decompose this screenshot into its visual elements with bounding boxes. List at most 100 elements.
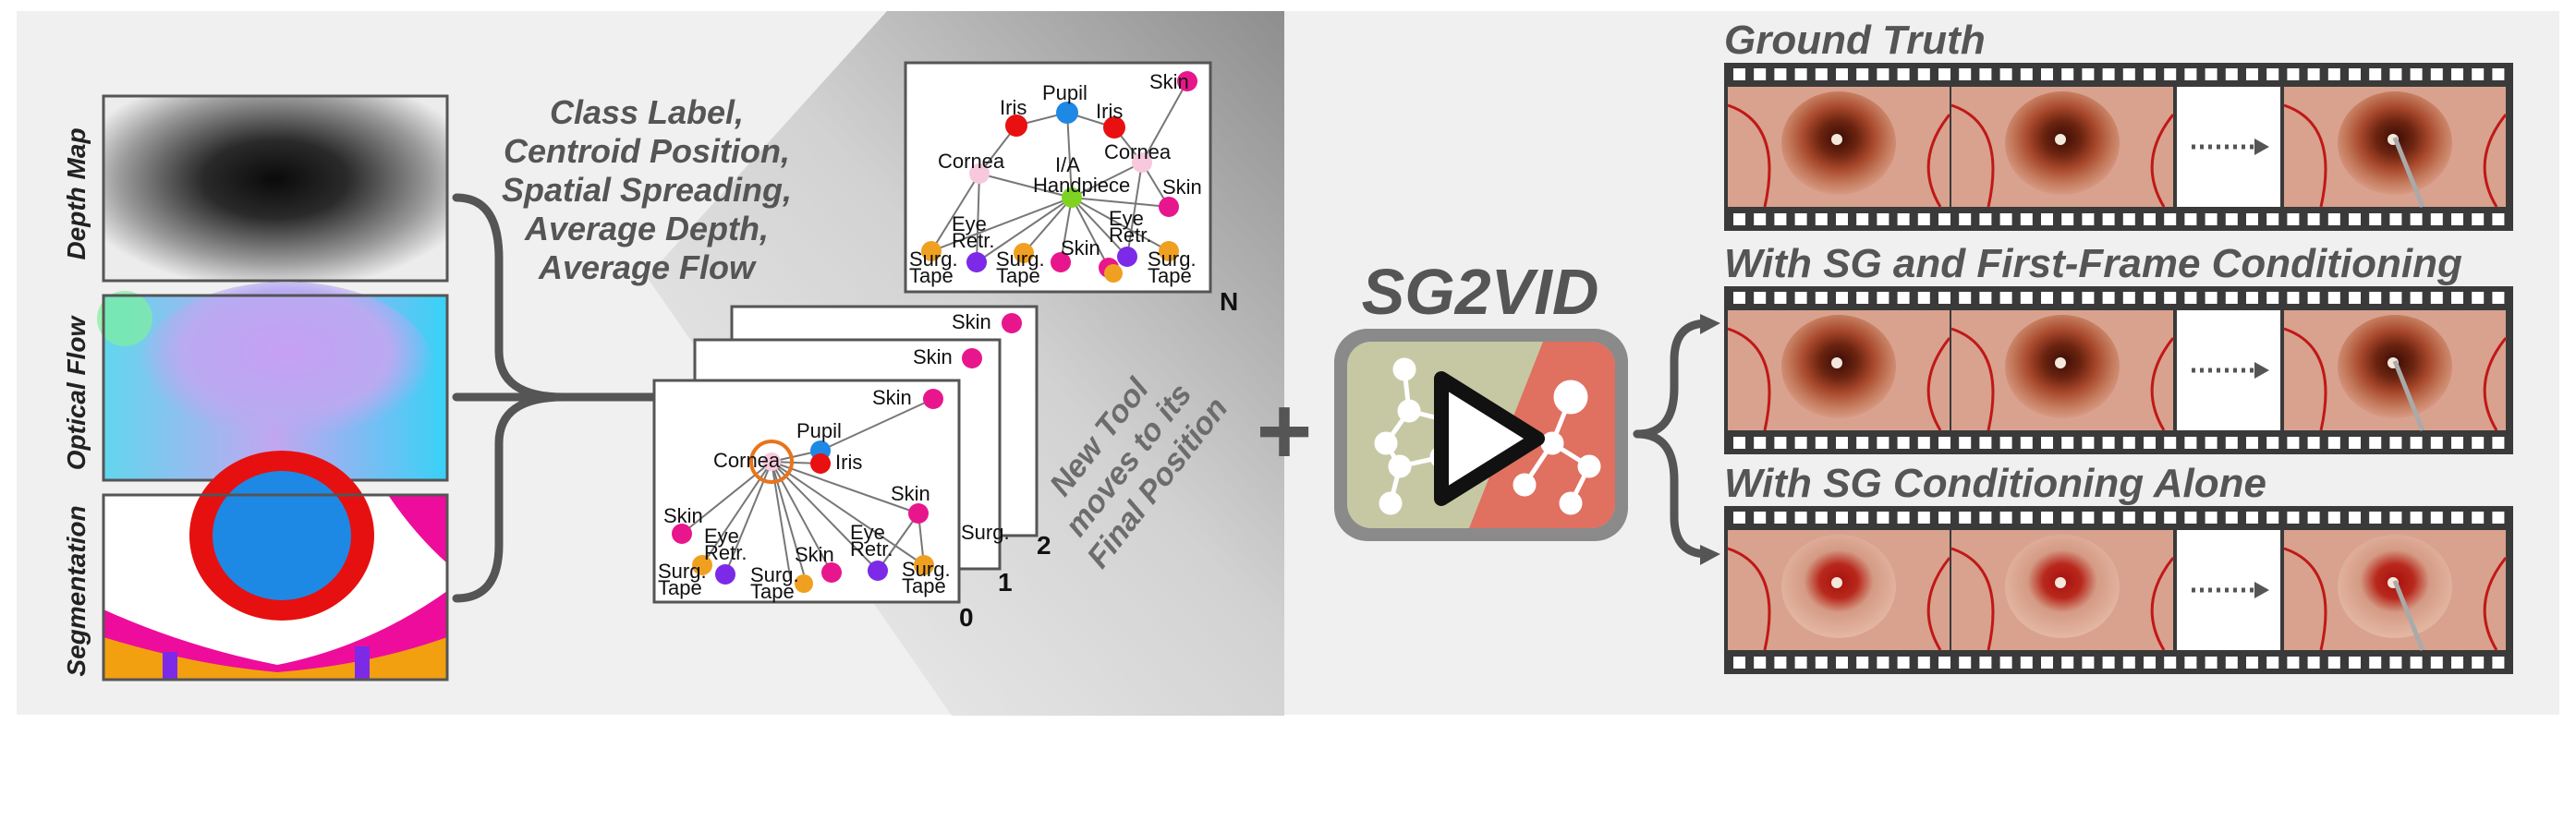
sprocket-hole xyxy=(2225,213,2238,225)
sprocket-hole xyxy=(2184,437,2197,449)
video-frame xyxy=(2283,87,2508,208)
sprocket-hole xyxy=(2327,213,2340,225)
sprocket-hole xyxy=(2266,213,2279,225)
sprocket-hole xyxy=(2349,68,2361,80)
sprocket-hole xyxy=(2410,68,2423,80)
sprocket-hole xyxy=(1754,437,1767,449)
feature-centroid: Centroid Position, xyxy=(504,132,790,170)
svg-text:Tape: Tape xyxy=(750,580,795,603)
sprocket-hole xyxy=(2205,213,2218,225)
sprocket-hole xyxy=(2102,68,2115,80)
svg-text:Cornea: Cornea xyxy=(1104,140,1172,163)
svg-text:Eye: Eye xyxy=(850,521,885,544)
sprocket-hole xyxy=(2492,437,2505,449)
sprocket-hole xyxy=(2287,68,2300,80)
feature-depth: Average Depth, xyxy=(524,210,769,247)
sprocket-hole xyxy=(2041,437,2053,449)
sprocket-hole xyxy=(1794,512,1807,524)
svg-text:Skin: Skin xyxy=(663,504,703,527)
video-frame xyxy=(1727,310,1951,431)
sprocket-hole xyxy=(2369,292,2382,304)
sprocket-hole xyxy=(2430,68,2443,80)
video-frame xyxy=(1950,310,2175,431)
sprocket-hole xyxy=(2327,512,2340,524)
sprocket-hole xyxy=(2410,657,2423,669)
sprocket-hole xyxy=(1794,437,1807,449)
plus-sign: + xyxy=(1257,378,1313,485)
sprocket-hole xyxy=(2307,213,2320,225)
sprocket-hole xyxy=(2061,437,2074,449)
svg-text:Tape: Tape xyxy=(902,574,946,597)
svg-text:Skin: Skin xyxy=(1149,70,1189,93)
sprocket-hole xyxy=(1917,657,1930,669)
sprocket-hole xyxy=(1917,213,1930,225)
sprocket-hole xyxy=(2041,657,2053,669)
sprocket-hole xyxy=(1856,292,1869,304)
svg-text:Surg.: Surg. xyxy=(1148,247,1197,271)
sprocket-hole xyxy=(1856,437,1869,449)
sprocket-hole xyxy=(2307,292,2320,304)
svg-text:Eye: Eye xyxy=(1109,207,1144,230)
sprocket-hole xyxy=(1794,213,1807,225)
sprocket-hole xyxy=(2492,68,2505,80)
sprocket-hole xyxy=(1774,657,1787,669)
sprocket-hole xyxy=(1959,292,1972,304)
sprocket-hole xyxy=(1815,213,1828,225)
sprocket-hole xyxy=(2164,657,2177,669)
sprocket-hole xyxy=(2369,657,2382,669)
sprocket-hole xyxy=(1979,292,1992,304)
sprocket-hole xyxy=(1877,512,1889,524)
sprocket-hole xyxy=(2102,657,2115,669)
svg-text:Skin: Skin xyxy=(1061,236,1100,259)
sprocket-hole xyxy=(2082,437,2095,449)
scene-graph-stack: Skin Skin Skin Surg. Pupil Cornea xyxy=(652,305,1039,604)
sprocket-hole xyxy=(2410,512,2423,524)
sprocket-hole xyxy=(2122,68,2135,80)
sprocket-hole xyxy=(1794,657,1807,669)
sprocket-hole xyxy=(2184,292,2197,304)
svg-text:Surg.: Surg. xyxy=(902,558,951,581)
sprocket-hole xyxy=(1917,68,1930,80)
svg-text:Surg.: Surg. xyxy=(750,563,799,586)
sprocket-hole xyxy=(2327,437,2340,449)
sprocket-hole xyxy=(1754,292,1767,304)
sprocket-hole xyxy=(2327,657,2340,669)
svg-text:Iris: Iris xyxy=(835,451,862,474)
sprocket-hole xyxy=(1938,68,1950,80)
segmentation-image xyxy=(102,451,449,681)
sprocket-hole xyxy=(2389,213,2402,225)
sprocket-hole xyxy=(1774,213,1787,225)
svg-text:Skin: Skin xyxy=(795,543,834,566)
feature-list: Class Label, Centroid Position, Spatial … xyxy=(502,93,792,286)
sprocket-hole xyxy=(2389,292,2402,304)
sprocket-hole xyxy=(1856,68,1869,80)
video-frame xyxy=(1727,87,1951,208)
sprocket-hole xyxy=(2041,213,2053,225)
sprocket-hole xyxy=(1733,512,1745,524)
svg-text:Cornea: Cornea xyxy=(713,449,781,472)
sprocket-hole xyxy=(2184,657,2197,669)
sprocket-hole xyxy=(2205,437,2218,449)
sprocket-hole xyxy=(2061,213,2074,225)
sprocket-hole xyxy=(2020,213,2033,225)
svg-text:Pupil: Pupil xyxy=(1042,81,1088,104)
sprocket-hole xyxy=(2122,657,2135,669)
sprocket-hole xyxy=(2307,437,2320,449)
sprocket-hole xyxy=(1917,437,1930,449)
video-frame xyxy=(1727,530,1951,651)
sprocket-hole xyxy=(1979,657,1992,669)
sprocket-hole xyxy=(2225,512,2238,524)
sprocket-hole xyxy=(1959,437,1972,449)
sprocket-hole xyxy=(2430,213,2443,225)
sprocket-hole xyxy=(2184,213,2197,225)
sprocket-hole xyxy=(2451,68,2463,80)
sprocket-hole xyxy=(1917,292,1930,304)
filmstrip-ground-truth xyxy=(1724,63,2513,231)
sprocket-hole xyxy=(2410,213,2423,225)
sprocket-hole xyxy=(2327,292,2340,304)
sprocket-hole xyxy=(2246,292,2258,304)
sprocket-hole xyxy=(2430,437,2443,449)
sprocket-hole xyxy=(2102,437,2115,449)
sprocket-hole xyxy=(1774,512,1787,524)
depth-map-label: Depth Map xyxy=(62,127,91,259)
